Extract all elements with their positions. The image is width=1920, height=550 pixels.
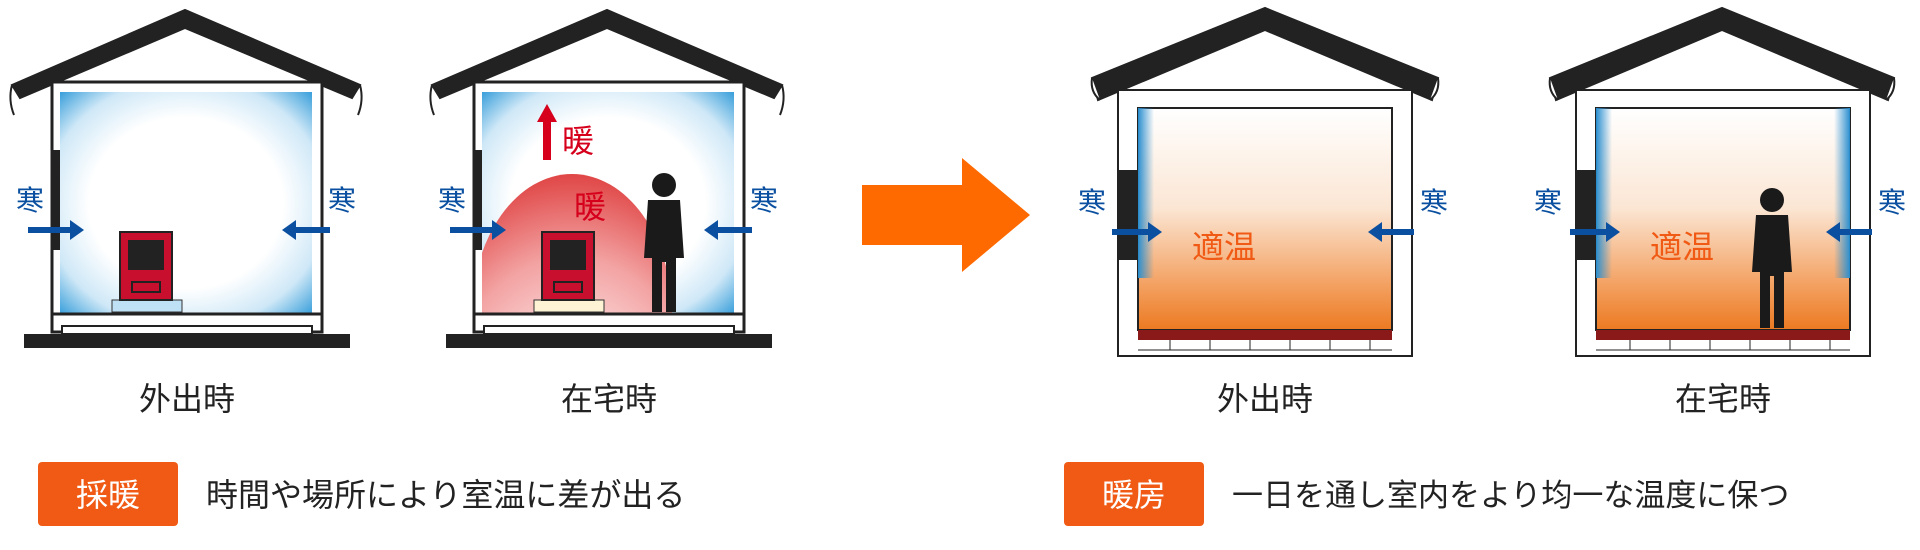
- comfortable-label: 適温: [1650, 228, 1714, 266]
- cold-label: 寒: [1878, 186, 1906, 219]
- house-caption: 在宅時: [1675, 380, 1771, 418]
- roof: [10, 8, 362, 100]
- house-right-away: [1090, 6, 1440, 357]
- cold-label: 寒: [328, 184, 356, 217]
- house-left-home: [429, 8, 785, 348]
- cold-arrow-right: [282, 220, 330, 240]
- comfortable-label: 適温: [1192, 228, 1256, 266]
- cold-arrow-left: [450, 220, 506, 240]
- tag-right: 暖房: [1064, 462, 1204, 526]
- cold-label: 寒: [750, 184, 778, 217]
- heater: [533, 231, 605, 313]
- heat-rising-arrow: [537, 104, 557, 160]
- floor-heating: [1138, 330, 1392, 340]
- tag-label: 暖房: [1102, 476, 1166, 514]
- ground: [24, 334, 350, 348]
- cold-label: 寒: [438, 184, 466, 217]
- cold-arrow-left: [1112, 222, 1162, 242]
- cold-arrow-right: [704, 220, 752, 240]
- house-caption: 外出時: [139, 380, 235, 418]
- cold-arrow-left: [28, 220, 84, 240]
- cold-label: 寒: [1534, 186, 1562, 219]
- cold-interior: [60, 92, 312, 314]
- cold-arrow-right: [1368, 222, 1414, 242]
- house-left-away: [9, 8, 363, 348]
- person-icon: [644, 173, 684, 312]
- cold-label: 寒: [16, 184, 44, 217]
- warm-interior: [1137, 107, 1393, 331]
- description-right: 一日を通し室内をより均一な温度に保つ: [1232, 478, 1789, 514]
- house-caption: 在宅時: [561, 380, 657, 418]
- tag-left: 採暖: [38, 462, 178, 526]
- house-right-home: [1548, 6, 1896, 357]
- cold-label: 寒: [1420, 186, 1448, 219]
- floor-heating: [1596, 330, 1850, 340]
- tag-label: 採暖: [76, 476, 140, 514]
- warm-label: 暖: [574, 188, 606, 226]
- heater: [111, 231, 183, 313]
- house-caption: 外出時: [1217, 380, 1313, 418]
- description-left: 時間や場所により室温に差が出る: [206, 476, 685, 514]
- cold-arrow-right: [1826, 222, 1872, 242]
- roof: [430, 8, 784, 100]
- transition-arrow: [862, 158, 1030, 272]
- warm-label: 暖: [562, 122, 594, 160]
- cold-arrow-left: [1570, 222, 1620, 242]
- person-icon: [1752, 188, 1792, 328]
- cold-label: 寒: [1078, 186, 1106, 219]
